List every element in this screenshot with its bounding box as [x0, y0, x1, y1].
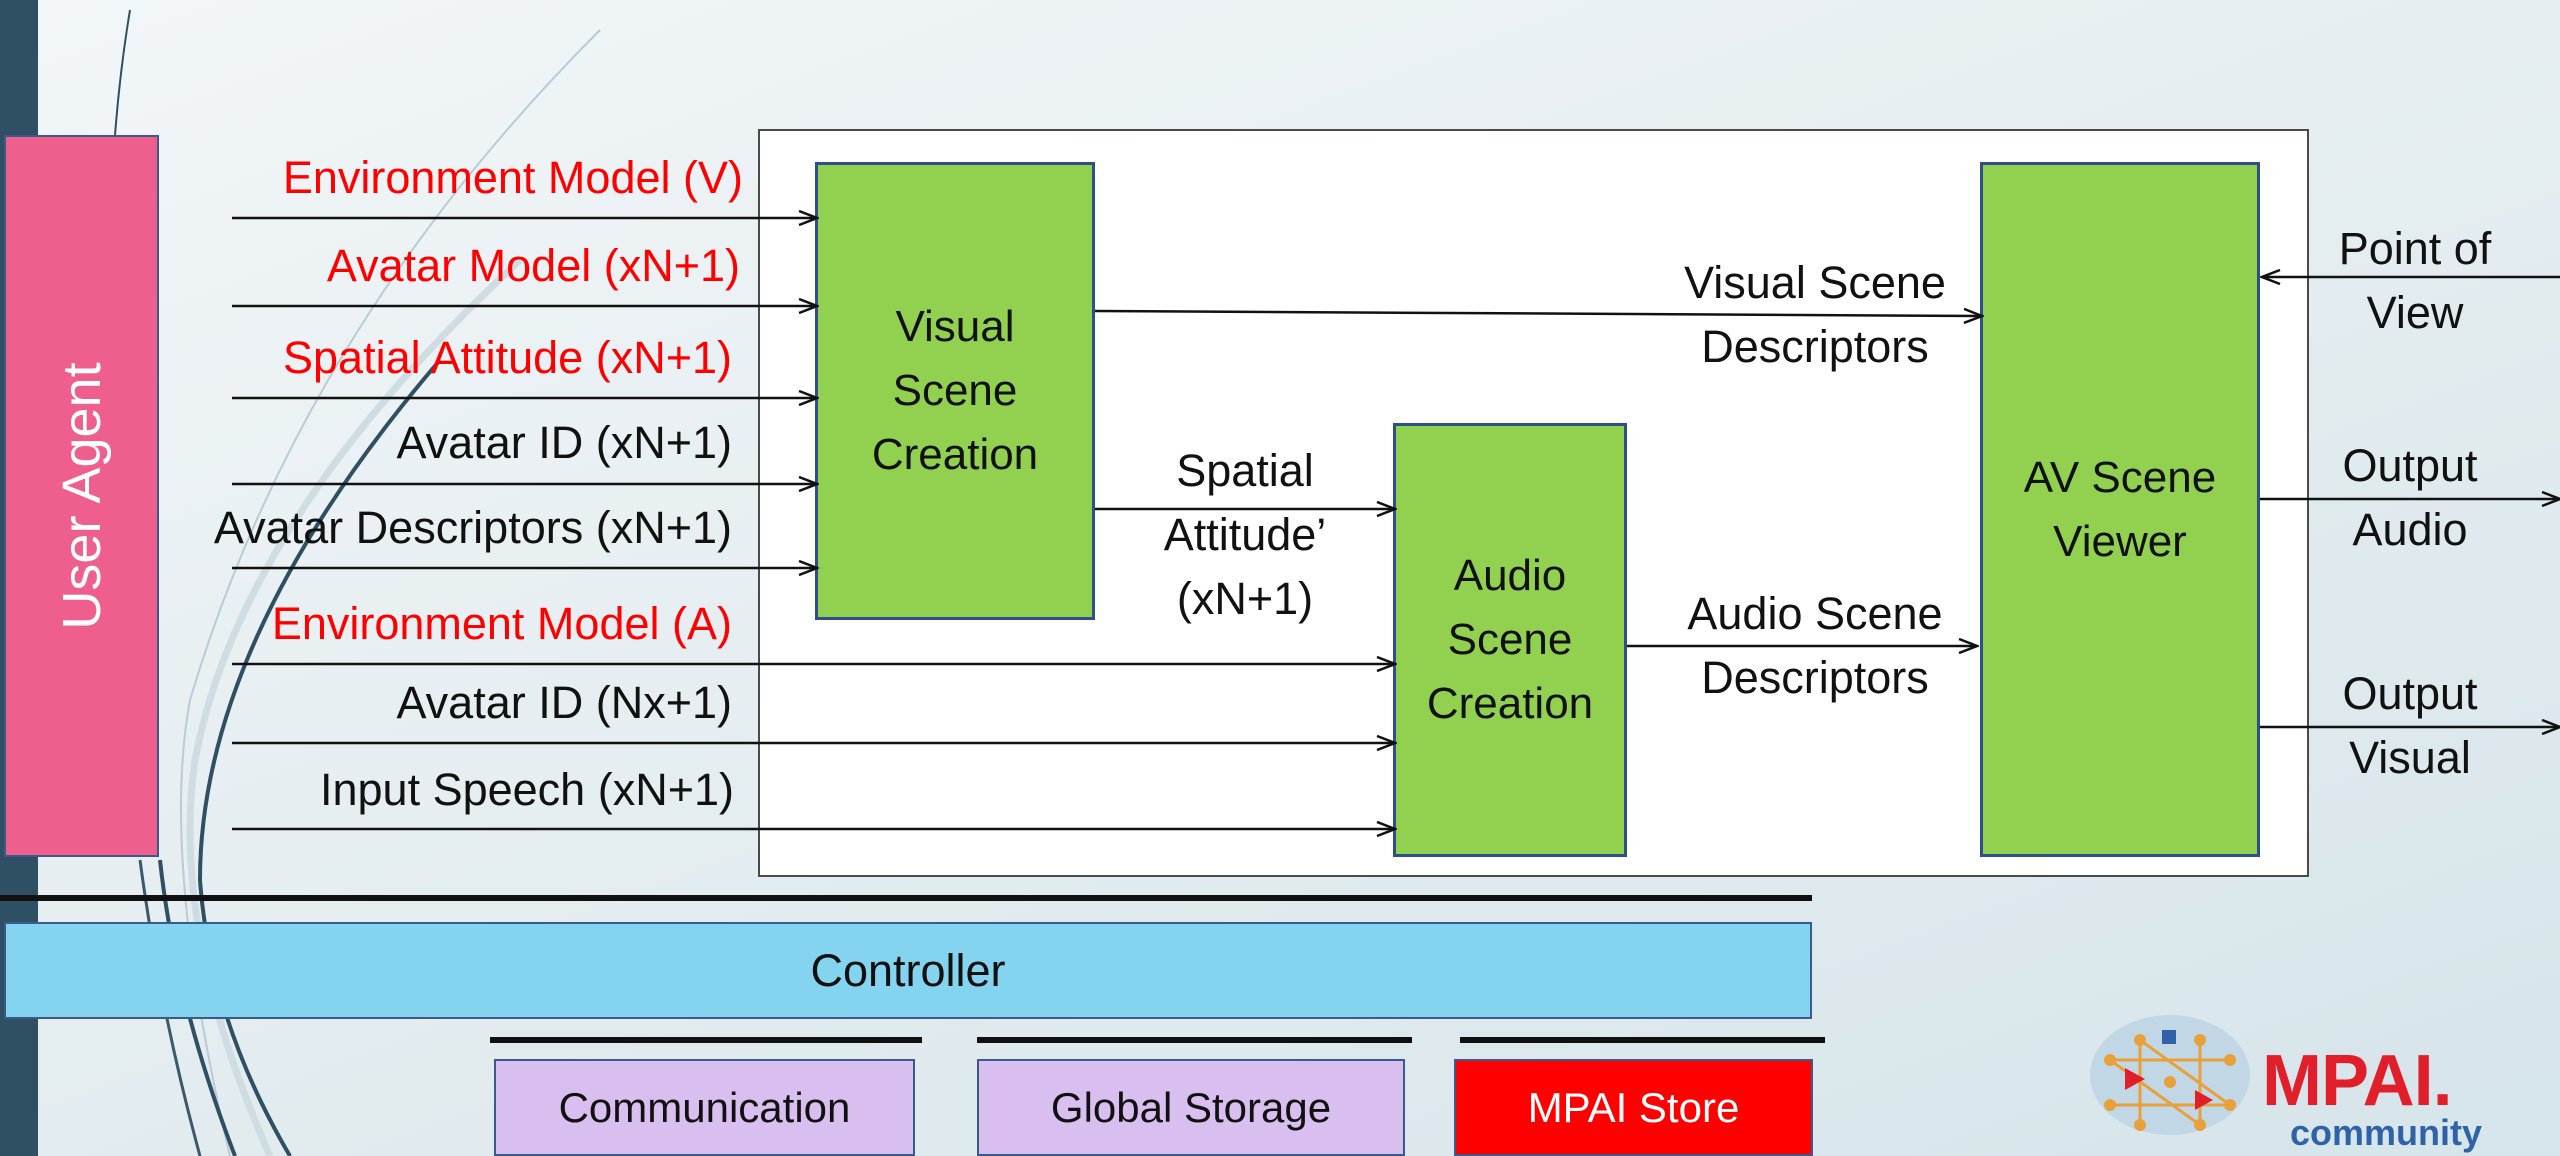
visual-scene-creation-label: Visual Scene Creation: [871, 302, 1039, 479]
input-spatial-attitude: Spatial Attitude (xN+1): [283, 332, 732, 383]
controller-box: Controller: [4, 922, 1812, 1019]
input-speech: Input Speech (xN+1): [320, 764, 734, 815]
input-avatar-model: Avatar Model (xN+1): [326, 240, 740, 291]
input-environment-model-a: Environment Model (A): [271, 598, 732, 649]
audio-scene-descriptors-label: Audio Scene Descriptors: [1687, 588, 1943, 703]
input-avatar-id-nx: Avatar ID (Nx+1): [396, 677, 732, 728]
global-storage-box: Global Storage: [977, 1059, 1405, 1156]
global-storage-label: Global Storage: [1050, 1083, 1332, 1131]
visual-scene-descriptors-label: Visual Scene Descriptors: [1684, 257, 1946, 372]
output-audio-label: Output Audio: [2342, 440, 2478, 555]
input-avatar-descriptors: Avatar Descriptors (xN+1): [213, 502, 732, 553]
av-scene-viewer-box: AV Scene Viewer: [1980, 162, 2260, 857]
audio-scene-creation-label: Audio Scene Creation: [1426, 551, 1594, 728]
spatial-attitude-prime-label: Spatial Attitude’ (xN+1): [1163, 445, 1327, 624]
mpai-store-label: MPAI Store: [1527, 1083, 1740, 1131]
point-of-view-label: Point of View: [2338, 223, 2492, 338]
communication-label: Communication: [558, 1083, 851, 1131]
mpai-store-box: MPAI Store: [1454, 1059, 1813, 1156]
user-agent-box: User Agent: [4, 135, 159, 857]
mpai-logo-subtext: community: [2290, 1112, 2483, 1153]
audio-scene-creation-box: Audio Scene Creation: [1393, 423, 1627, 857]
mpai-logo-text: MPAI.: [2262, 1041, 2453, 1121]
av-scene-viewer-label: AV Scene Viewer: [2023, 452, 2217, 566]
output-visual-label: Output Visual: [2342, 668, 2478, 783]
controller-label: Controller: [810, 944, 1006, 996]
input-avatar-id: Avatar ID (xN+1): [396, 417, 732, 468]
input-environment-model-v: Environment Model (V): [282, 152, 743, 203]
communication-box: Communication: [494, 1059, 915, 1156]
